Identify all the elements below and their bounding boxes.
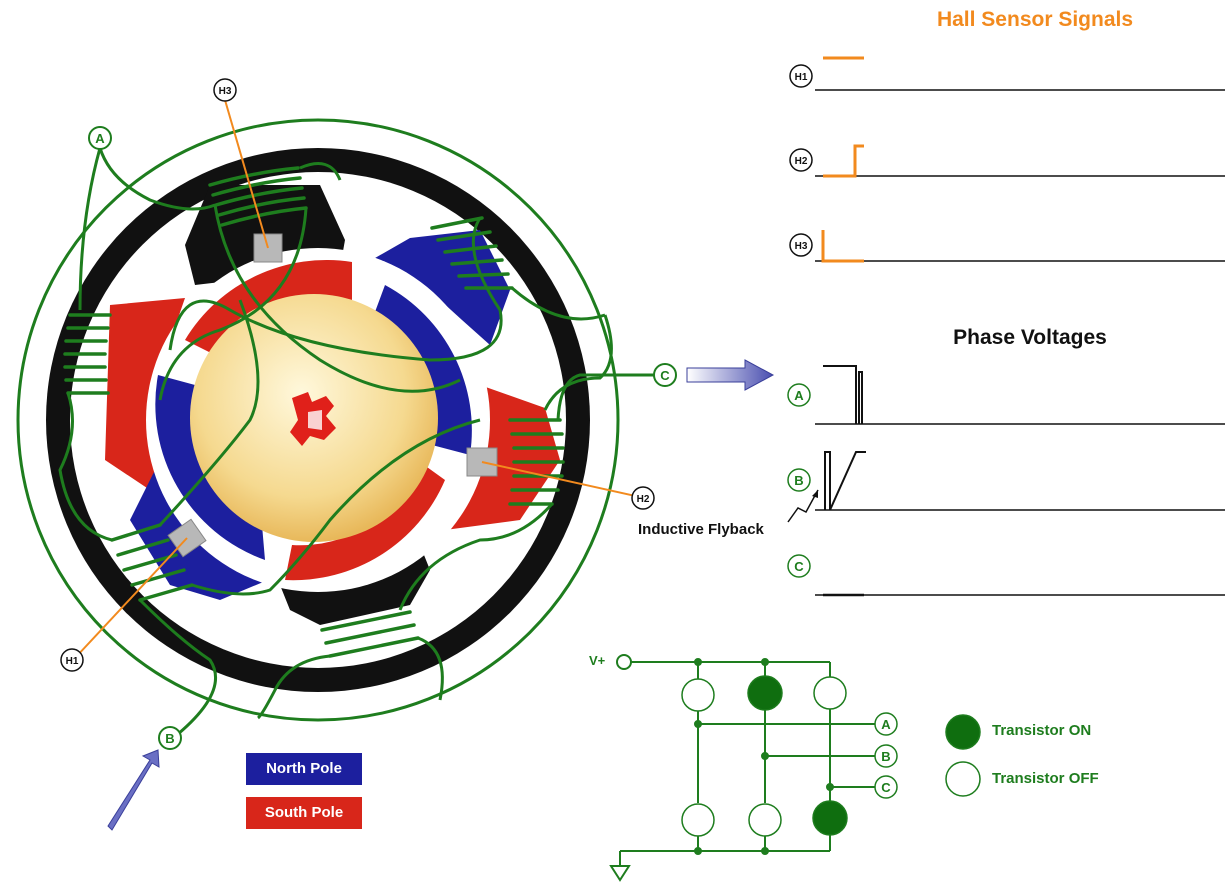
svg-text:B: B: [165, 731, 174, 746]
rotor-logo: [290, 392, 336, 446]
circuit-output-b: B: [874, 744, 898, 768]
motor: A C B H3 H2 H1: [16, 78, 775, 831]
svg-text:H1: H1: [795, 72, 808, 83]
svg-text:B: B: [881, 749, 890, 764]
phase-trace-b: [824, 451, 866, 511]
transistor-b-high: [747, 675, 783, 711]
hall-tag-h3: H3: [213, 78, 237, 102]
phase-label-b: B: [787, 468, 811, 492]
coil-top-right: [430, 216, 514, 290]
svg-text:H3: H3: [219, 86, 232, 97]
arrow-into-b: [107, 749, 160, 831]
hall-tag-h1: H1: [60, 648, 84, 672]
supply-label: V+: [589, 653, 606, 668]
phase-label-a: A: [787, 383, 811, 407]
coil-left: [63, 313, 112, 395]
svg-text:A: A: [95, 131, 105, 146]
coil-windings: [63, 166, 565, 658]
svg-text:H3: H3: [795, 241, 808, 252]
svg-text:H2: H2: [795, 156, 808, 167]
vplus-terminal: [616, 654, 632, 670]
hall-label-h1: H1: [789, 64, 813, 88]
coil-bottom-left: [110, 523, 194, 602]
hall-signals-panel: H1 H2 H3: [789, 56, 1225, 263]
coil-top: [208, 166, 308, 227]
arrow-into-c: [686, 359, 775, 391]
circuit-output-c: C: [874, 775, 898, 799]
flyback-pointer: [787, 489, 819, 523]
svg-text:A: A: [794, 388, 804, 403]
motor-wires: [58, 147, 660, 736]
coil-bottom: [320, 610, 420, 658]
phase-trace-a: [823, 365, 863, 424]
transistor-c-low: [812, 800, 848, 836]
svg-text:H1: H1: [66, 656, 79, 667]
south-pole-legend: South Pole: [246, 797, 362, 829]
transistor-off-label: Transistor OFF: [992, 770, 1099, 787]
hall-leads: [74, 99, 641, 659]
ground-symbol: [609, 865, 631, 882]
svg-text:C: C: [794, 559, 804, 574]
circuit-output-a: A: [874, 712, 898, 736]
svg-text:C: C: [660, 368, 670, 383]
transistor-b-low: [748, 803, 782, 837]
svg-text:B: B: [794, 473, 803, 488]
phase-voltages-panel: A B C: [787, 365, 1225, 597]
transistor-on-label: Transistor ON: [992, 722, 1092, 739]
legend-on-symbol: [945, 714, 981, 750]
north-pole-legend: North Pole: [246, 753, 362, 785]
motor-terminal-b: B: [158, 726, 182, 750]
motor-terminal-a: A: [88, 126, 112, 150]
hall-trace-h3: [821, 230, 864, 263]
motor-terminal-c: C: [653, 363, 677, 387]
transistor-a-high: [681, 678, 715, 712]
hall-tag-h2: H2: [631, 486, 655, 510]
hall-signals-title: Hall Sensor Signals: [936, 8, 1134, 31]
hall-label-h2: H2: [789, 148, 813, 172]
transistor-c-high: [813, 676, 847, 710]
hall-label-h3: H3: [789, 233, 813, 257]
svg-text:C: C: [881, 780, 891, 795]
phase-label-c: C: [787, 554, 811, 578]
coil-right: [508, 418, 565, 506]
svg-text:H2: H2: [637, 494, 650, 505]
phase-voltages-title: Phase Voltages: [953, 326, 1107, 349]
transistor-a-low: [681, 803, 715, 837]
svg-text:A: A: [881, 717, 891, 732]
outer-wire-ring: [16, 118, 620, 722]
hall-trace-h2: [823, 144, 864, 178]
driver-circuit: [609, 654, 875, 882]
legend-off-symbol: [945, 761, 981, 797]
inductive-flyback-label: Inductive Flyback: [638, 521, 764, 538]
